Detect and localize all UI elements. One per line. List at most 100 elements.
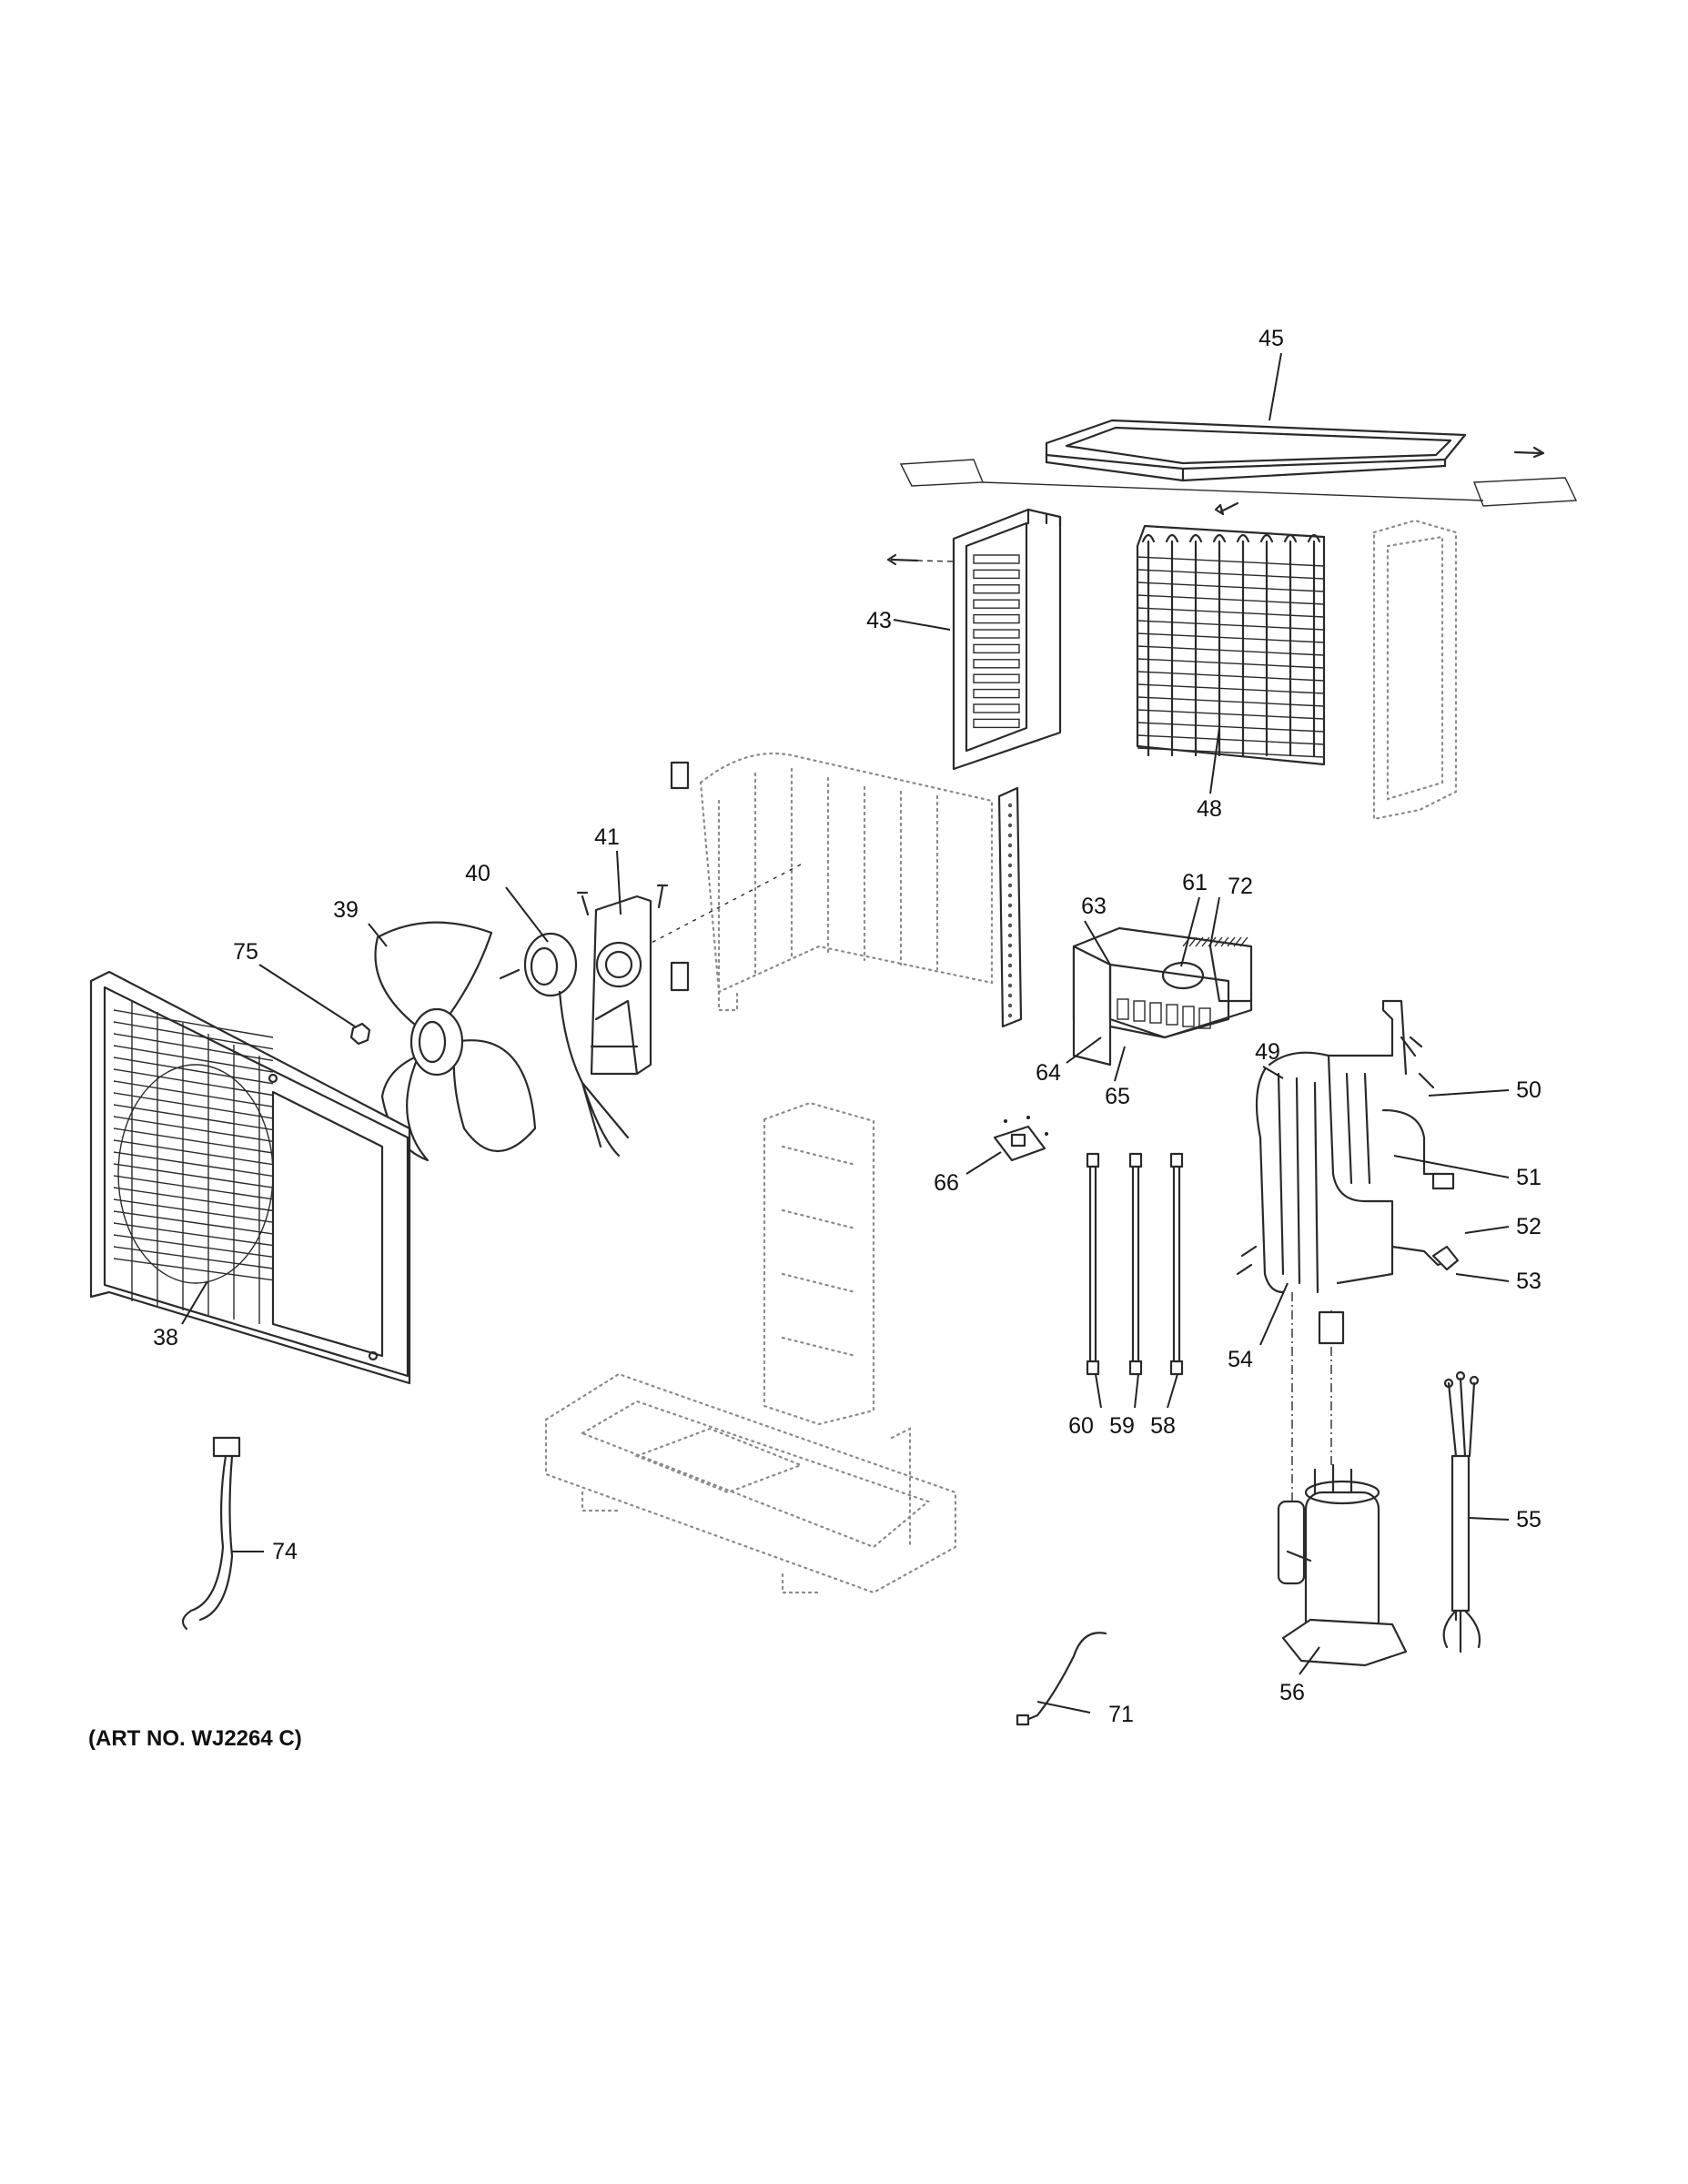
coil-fin (1137, 594, 1325, 605)
callout-52: 52 (1516, 1214, 1541, 1239)
panel-slot (973, 584, 1020, 594)
strip-hole (1007, 843, 1013, 848)
part-55-wire-harness (1442, 1370, 1481, 1653)
coil-bend (1307, 533, 1321, 543)
rear-panel-reference (1372, 519, 1458, 821)
coil-tubes (1136, 524, 1326, 766)
callout-58: 58 (1150, 1413, 1176, 1439)
panel-slot (973, 688, 1020, 699)
coil-fin (1137, 722, 1325, 733)
callout-40: 40 (465, 861, 490, 886)
panel-slot (973, 659, 1020, 669)
grille-bar (113, 1104, 274, 1131)
coil-fin (1137, 632, 1325, 643)
callout-labels: 45 43 48 41 40 39 75 38 63 61 72 64 65 4… (88, 326, 1541, 1751)
callout-51: 51 (1516, 1165, 1541, 1190)
grille-bar (113, 1033, 274, 1062)
panel-slot (973, 703, 1020, 713)
straps (1086, 1152, 1184, 1376)
condenser-wrap-reference (609, 752, 994, 1012)
panel-slot (973, 673, 1020, 683)
callout-49: 49 (1255, 1039, 1280, 1065)
callout-65: 65 (1105, 1084, 1130, 1109)
terminal-block (1149, 1002, 1162, 1024)
coil-fin (1137, 671, 1325, 682)
part-45-top-cover (899, 419, 1578, 516)
fin-tooth (1214, 936, 1223, 947)
grille-bar (113, 1116, 274, 1142)
coil-fin (1137, 645, 1325, 656)
strip-hole (1007, 873, 1013, 878)
coil-fin (1137, 683, 1325, 694)
grille-bar (113, 1009, 274, 1038)
grille-bar (113, 1210, 274, 1235)
coil-frame (1136, 524, 1326, 766)
fin-tooth (1239, 936, 1248, 947)
strip-hole (1007, 903, 1013, 908)
strip-hole (1007, 823, 1013, 828)
callout-50: 50 (1516, 1077, 1541, 1103)
coil-bend (1165, 533, 1179, 543)
part-49-tubing-assembly (1236, 999, 1460, 1511)
strip-hole (1007, 853, 1013, 858)
coil-bend (1212, 533, 1227, 543)
terminal-block (1133, 1000, 1146, 1022)
coil-fin (1137, 658, 1325, 669)
strip-hole (1007, 803, 1013, 808)
base-pan-reference (544, 1101, 957, 1594)
callout-74: 74 (272, 1539, 298, 1564)
callout-66: 66 (934, 1170, 959, 1196)
panel-slot (973, 718, 1020, 729)
part-75-nut (349, 1022, 371, 1046)
part-66-bracket (993, 1116, 1048, 1162)
strip-hole (1007, 923, 1013, 928)
strip-hole (1007, 963, 1013, 968)
coil-fin (1137, 607, 1325, 618)
strip-hole (1007, 953, 1013, 958)
grille-bar (113, 1187, 274, 1212)
fin-tooth (1220, 936, 1229, 947)
callout-56: 56 (1279, 1680, 1305, 1705)
part-43-side-panel (886, 508, 1062, 771)
strip-hole (1007, 883, 1013, 888)
grille-bar (113, 1045, 274, 1073)
part-38-front-grille (89, 970, 411, 1385)
strip-hole (1007, 1013, 1013, 1018)
callout-72: 72 (1228, 874, 1253, 899)
fin-tooth (1188, 936, 1198, 947)
grille-bar (113, 1080, 274, 1107)
fin-tooth (1227, 936, 1236, 947)
grille-bar (113, 1163, 274, 1188)
callout-54: 54 (1228, 1347, 1253, 1372)
coil-fin (1137, 556, 1325, 567)
grille-bar (113, 1258, 274, 1281)
part-58-strap (1169, 1152, 1184, 1376)
part-74-wire-connector (181, 1436, 241, 1631)
terminal-block (1182, 1006, 1195, 1027)
small-brackets (670, 761, 1023, 1028)
grille-bar (113, 1127, 274, 1154)
callout-63: 63 (1081, 894, 1107, 919)
strip-hole (1007, 913, 1013, 918)
callout-61: 61 (1182, 870, 1208, 895)
strip-hole (1007, 893, 1013, 898)
part-60-strap (1086, 1152, 1100, 1376)
callout-48: 48 (1197, 796, 1222, 822)
part-71-sensor-wire (1016, 1632, 1107, 1726)
callout-41: 41 (594, 824, 620, 850)
coil-fin (1137, 709, 1325, 720)
callout-38: 38 (153, 1325, 178, 1350)
coil-bend (1188, 533, 1203, 543)
callout-64: 64 (1036, 1060, 1061, 1086)
coil-bend (1141, 533, 1156, 543)
callout-59: 59 (1109, 1413, 1135, 1439)
grille-bar (113, 1175, 274, 1200)
grille-bar (113, 1222, 274, 1247)
coil-bend (1236, 533, 1250, 543)
terminal-block (1198, 1007, 1211, 1029)
panel-slot (973, 569, 1020, 580)
coil-fin (1137, 569, 1325, 580)
callout-55: 55 (1516, 1507, 1541, 1532)
coil-fin (1137, 696, 1325, 707)
